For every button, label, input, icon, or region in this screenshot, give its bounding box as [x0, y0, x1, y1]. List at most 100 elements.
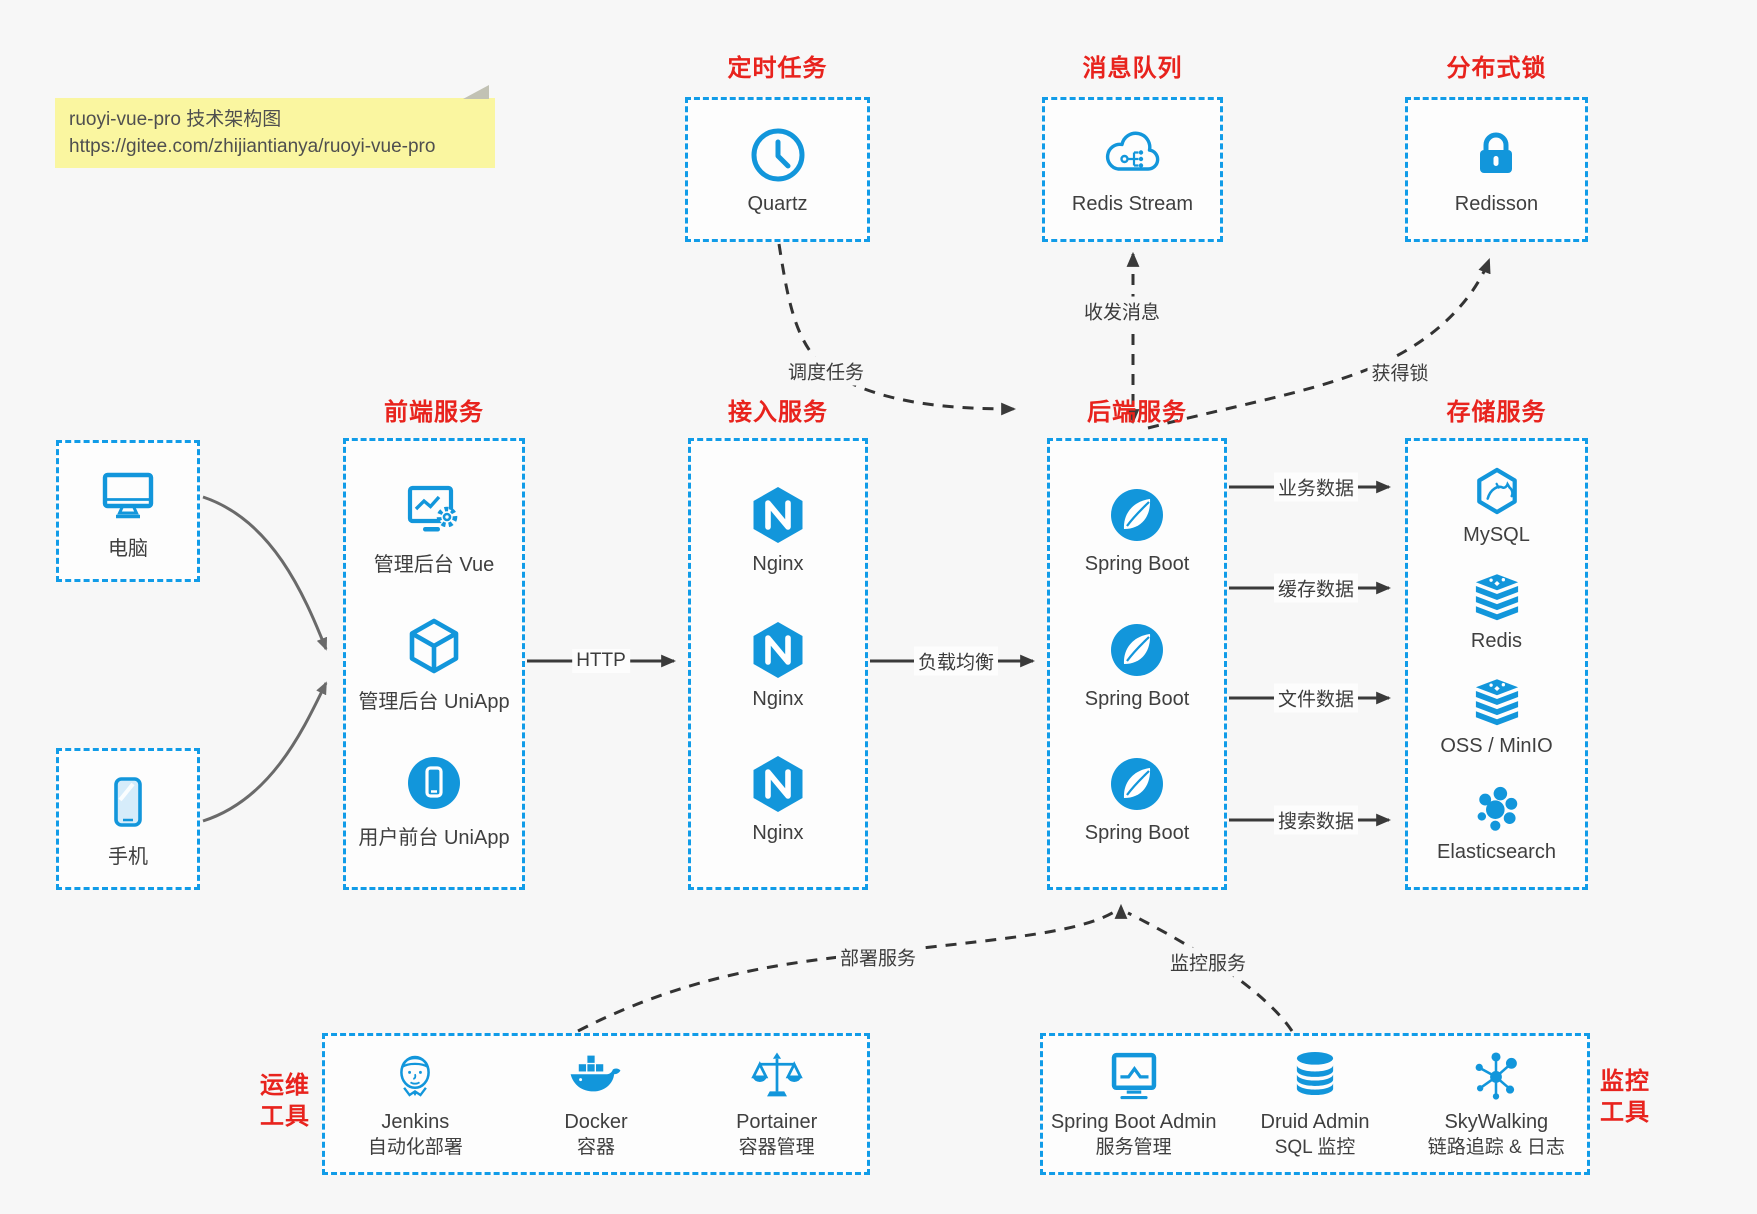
- node-label: Quartz: [747, 193, 808, 215]
- desktop-icon: [102, 472, 154, 518]
- edge-label-monitor: 监控服务: [1165, 947, 1251, 977]
- node-spring-boot-admin: Spring Boot Admin 服务管理: [1043, 1047, 1224, 1161]
- node-phone: 手机: [96, 770, 160, 869]
- spring-boot-icon: [1110, 488, 1163, 541]
- node-redis-stream: Redis Stream: [1072, 123, 1193, 216]
- docker-whale-icon: [570, 1055, 621, 1092]
- ops-title-line1: 运维: [260, 1072, 310, 1099]
- mobile-app-icon: [408, 756, 460, 809]
- node-admin-vue: 管理后台 Vue: [374, 478, 494, 577]
- group-title-storage: 存储服务: [1446, 399, 1547, 426]
- ops-tools-title: 运维 工具: [243, 1070, 327, 1132]
- spring-boot-icon: [1110, 623, 1163, 676]
- node-label: Spring Boot: [1084, 687, 1190, 710]
- node-quartz: Quartz: [746, 123, 810, 216]
- node-label: Nginx: [752, 822, 804, 845]
- edge-label-deploy: 部署服务: [835, 942, 921, 972]
- edge-label-file-data: 文件数据: [1273, 683, 1359, 713]
- monitoring-title-line1: 监控: [1600, 1068, 1650, 1095]
- monitoring-tools-box: Spring Boot Admin 服务管理 Druid Admin SQL 监…: [1040, 1033, 1590, 1175]
- group-title-mq: 消息队列: [1082, 55, 1183, 82]
- node-spring-boot-1: Spring Boot: [1084, 483, 1190, 576]
- node-label: 管理后台 UniApp: [358, 690, 510, 713]
- node-user-uniapp: 用户前台 UniApp: [358, 751, 510, 850]
- tool-desc: 服务管理: [1095, 1137, 1172, 1158]
- nginx-icon: [753, 486, 803, 543]
- storage-group-box: MySQL Redis: [1405, 438, 1588, 890]
- node-nginx-2: Nginx: [746, 618, 810, 711]
- tool-desc: 链路追踪 & 日志: [1427, 1137, 1565, 1158]
- node-jenkins: Jenkins 自动化部署: [325, 1047, 506, 1161]
- redis-stack-icon: [1475, 573, 1518, 620]
- cloud-stream-icon: [1105, 131, 1159, 171]
- node-docker: Docker 容器: [506, 1047, 687, 1161]
- gateway-group-box: Nginx Nginx Nginx: [688, 438, 868, 890]
- group-title-gateway: 接入服务: [728, 399, 828, 426]
- tool-name: Portainer: [736, 1111, 818, 1133]
- computer-client-box: 电脑: [56, 440, 200, 582]
- topology-icon: [1475, 1052, 1518, 1100]
- scales-icon: [750, 1052, 803, 1097]
- monitoring-title-line2: 工具: [1600, 1099, 1650, 1126]
- mysql-icon: [1476, 467, 1517, 514]
- edge-label-cache-data: 缓存数据: [1273, 573, 1359, 603]
- sticky-note: ruoyi-vue-pro 技术架构图 https://gitee.com/zh…: [55, 85, 495, 168]
- group-title-scheduler: 定时任务: [727, 55, 828, 82]
- monitor-chart-icon: [1111, 1052, 1156, 1100]
- note-title: ruoyi-vue-pro 技术架构图: [69, 109, 282, 130]
- node-label: Redisson: [1454, 193, 1539, 215]
- node-oss-minio: OSS / MinIO: [1440, 675, 1553, 758]
- database-icon: [1296, 1051, 1334, 1096]
- node-nginx-3: Nginx: [746, 752, 810, 845]
- mq-group-box: Redis Stream: [1042, 97, 1223, 242]
- frontend-group-box: 管理后台 Vue 管理后台 UniApp 用户前台 UniApp: [343, 438, 525, 890]
- spring-boot-icon: [1110, 758, 1163, 811]
- tool-desc: 容器: [577, 1137, 616, 1158]
- clock-icon: [751, 128, 804, 182]
- node-elasticsearch: Elasticsearch: [1437, 781, 1556, 864]
- node-portainer: Portainer 容器管理: [686, 1047, 867, 1161]
- node-label: Nginx: [752, 552, 804, 575]
- edge-label-schedule: 调度任务: [783, 356, 869, 386]
- node-label: Spring Boot: [1084, 552, 1190, 575]
- node-label: 管理后台 Vue: [373, 554, 495, 577]
- tool-desc: 容器管理: [738, 1137, 815, 1158]
- elasticsearch-icon: [1477, 787, 1517, 831]
- node-redisson: Redisson: [1455, 123, 1538, 216]
- edge-label-messaging: 收发消息: [1079, 296, 1165, 326]
- group-title-backend: 后端服务: [1087, 399, 1187, 426]
- node-label: Redis: [1470, 629, 1523, 652]
- node-mysql: MySQL: [1463, 464, 1530, 547]
- edge-label-http: HTTP: [572, 649, 630, 673]
- scheduler-group-box: Quartz: [685, 97, 870, 242]
- group-title-frontend: 前端服务: [384, 399, 484, 426]
- node-nginx-1: Nginx: [746, 483, 810, 576]
- backend-group-box: Spring Boot Spring Boot Spring Boot: [1047, 438, 1227, 890]
- edge-label-acquire-lock: 获得锁: [1367, 357, 1433, 387]
- tool-desc: SQL 监控: [1274, 1137, 1356, 1158]
- node-label: OSS / MinIO: [1440, 735, 1553, 758]
- tool-name: Druid Admin: [1260, 1111, 1370, 1133]
- tool-name: Spring Boot Admin: [1050, 1111, 1217, 1133]
- phone-client-box: 手机: [56, 748, 200, 890]
- uniapp-cube-icon: [409, 618, 459, 673]
- node-label: Elasticsearch: [1437, 841, 1556, 864]
- node-admin-uniapp: 管理后台 UniApp: [358, 615, 510, 714]
- node-label: 用户前台 UniApp: [358, 826, 510, 849]
- smartphone-icon: [114, 776, 142, 827]
- node-label: MySQL: [1463, 523, 1530, 546]
- edge-label-business-data: 业务数据: [1273, 472, 1359, 502]
- tool-desc: 自动化部署: [367, 1137, 463, 1158]
- note-fold-corner: [463, 85, 489, 99]
- node-label: Redis Stream: [1071, 193, 1194, 215]
- node-druid-admin: Druid Admin SQL 监控: [1224, 1047, 1405, 1161]
- lock-group-box: Redisson: [1405, 97, 1588, 242]
- node-label: Spring Boot: [1084, 822, 1190, 845]
- lock-icon: [1480, 132, 1513, 173]
- edge-label-search-data: 搜索数据: [1273, 805, 1359, 835]
- ops-tools-box: Jenkins 自动化部署 Docker 容器: [322, 1033, 870, 1175]
- admin-vue-icon: [407, 486, 458, 532]
- node-redis: Redis: [1470, 570, 1524, 653]
- node-label: 手机: [108, 845, 148, 868]
